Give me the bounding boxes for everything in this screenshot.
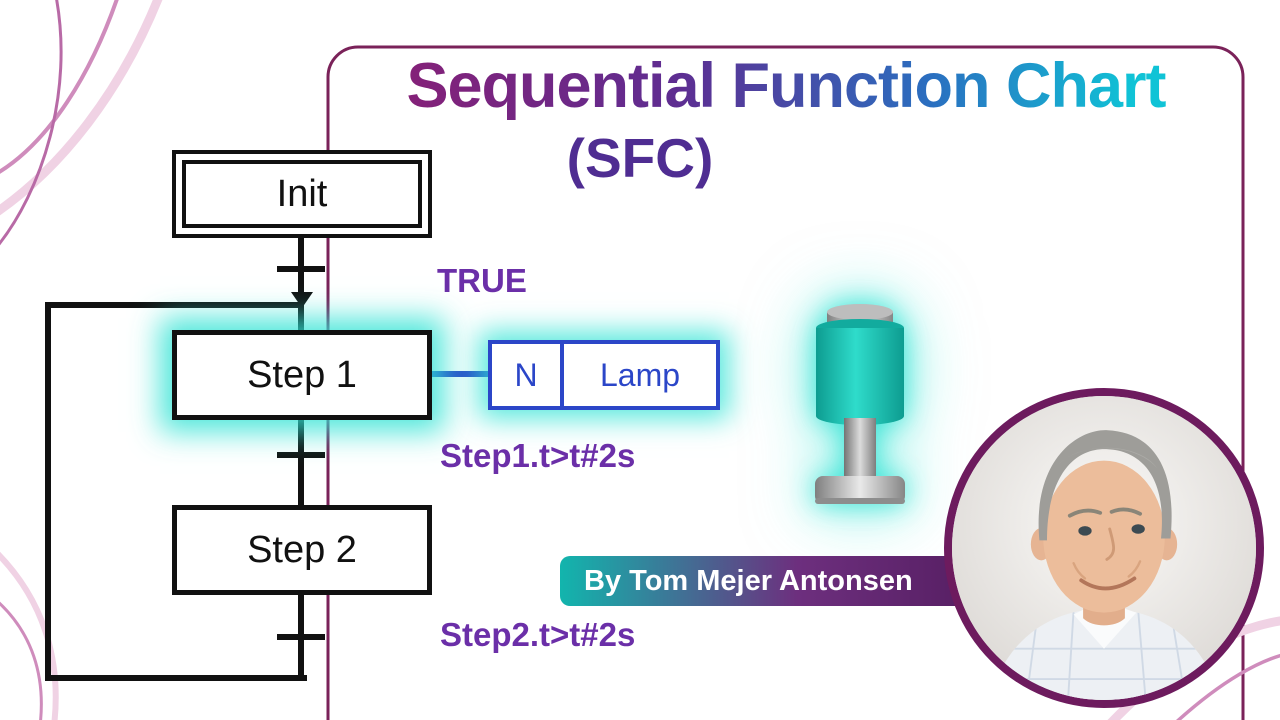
step1-label: Step 1	[247, 353, 357, 396]
flow-line-init-to-step1	[298, 236, 304, 332]
author-badge: By Tom Mejer Antonsen	[560, 556, 992, 606]
feedback-line-top	[45, 302, 301, 308]
rounded-frame	[326, 45, 1245, 720]
action-name-cell: Lamp	[599, 356, 681, 393]
sfc-step2-box: Step 2	[172, 505, 432, 595]
feedback-line-left	[45, 302, 51, 681]
transition-condition-3: Step2.t>t#2s	[440, 616, 636, 653]
sfc-initial-step-box: Init	[172, 150, 432, 238]
init-step-label: Init	[182, 160, 422, 228]
transition-bar-1	[277, 266, 325, 272]
sfc-step1-box: Step 1	[172, 330, 432, 420]
feedback-line-bottom	[45, 675, 307, 681]
action-qualifier-cell: N	[492, 344, 564, 406]
transition-bar-2	[277, 452, 325, 458]
transition-bar-3	[277, 634, 325, 640]
corner-ribbon-top-left	[0, 0, 163, 246]
flow-arrow-down-icon	[291, 292, 313, 308]
step2-label: Step 2	[247, 528, 357, 571]
stack-light-icon	[815, 304, 905, 504]
author-photo	[944, 388, 1264, 708]
transition-condition-1: TRUE	[437, 262, 527, 299]
action-block: N Lamp	[488, 340, 720, 410]
flow-line-step1-to-step2	[298, 420, 304, 505]
action-connector-line	[432, 371, 490, 377]
transition-condition-2: Step1.t>t#2s	[440, 437, 636, 474]
page-subtitle: (SFC)	[566, 127, 714, 189]
page-title: Sequential Function Chart	[330, 50, 1242, 122]
author-portrait-illustration	[952, 396, 1256, 700]
